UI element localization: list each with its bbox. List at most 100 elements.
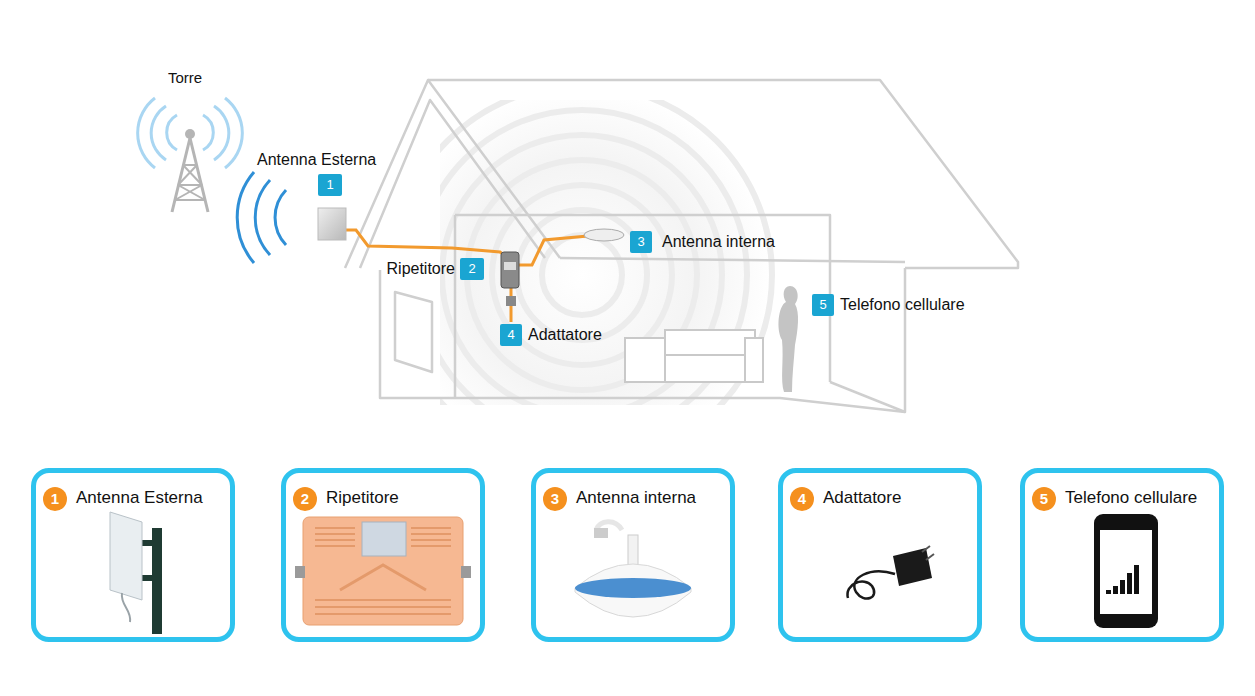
antenna-bracket xyxy=(140,575,154,581)
rf-connector xyxy=(461,566,471,578)
badge-number: 5 xyxy=(1032,487,1056,511)
ring xyxy=(542,235,622,315)
sofa-seat xyxy=(665,355,755,382)
callout-number-text: 5 xyxy=(812,294,834,316)
tower-bracing xyxy=(175,165,205,200)
antenna-stem xyxy=(628,535,638,585)
antenna-pole xyxy=(152,528,162,634)
tower-top xyxy=(185,129,195,139)
wave xyxy=(225,98,242,168)
callout-number-text: 2 xyxy=(460,258,484,280)
window xyxy=(395,292,432,372)
antenna-cable xyxy=(596,522,622,530)
back-wall xyxy=(455,215,830,398)
cable xyxy=(518,236,588,265)
person-silhouette xyxy=(779,286,799,392)
signal-bars xyxy=(1106,565,1139,594)
callout-number-text: 4 xyxy=(500,324,522,346)
cable xyxy=(346,230,508,258)
callout-label: Antenna Esterna xyxy=(257,149,376,171)
repeater-lcd xyxy=(362,522,406,556)
eave xyxy=(560,258,905,262)
step-badge: 1 xyxy=(43,487,67,511)
card-title: Antenna Esterna xyxy=(76,486,203,510)
badge-number: 3 xyxy=(543,487,567,511)
rf-connector xyxy=(295,566,305,578)
repeater-screen xyxy=(504,262,516,270)
badge-number: 1 xyxy=(43,487,67,511)
card-title: Ripetitore xyxy=(326,486,399,510)
step-badge: 5 xyxy=(1032,487,1056,511)
front-wall xyxy=(380,270,455,398)
house-outline xyxy=(345,80,1018,412)
adapter-prongs xyxy=(922,546,934,560)
callout-number-text: 1 xyxy=(318,174,342,196)
callout-number: Antenna Esterna1 xyxy=(318,174,342,196)
gable xyxy=(345,80,560,268)
floor xyxy=(455,268,905,412)
bar xyxy=(1134,565,1139,594)
corner xyxy=(830,382,905,412)
repeater-vents xyxy=(315,528,451,614)
badge-number: 4 xyxy=(790,487,814,511)
repeater-unit xyxy=(501,252,519,288)
bar xyxy=(1120,580,1125,594)
component-card: Antenna interna 3 xyxy=(531,468,735,642)
antenna-base xyxy=(575,578,691,598)
antenna-connector xyxy=(594,528,608,538)
wave xyxy=(138,98,155,168)
phone-body xyxy=(1094,514,1158,628)
wave xyxy=(167,115,177,150)
card-title: Antenna interna xyxy=(576,486,696,510)
component-card: Telefono cellulare5 xyxy=(1020,468,1224,642)
callout-number: 5Telefono cellulare xyxy=(812,294,834,316)
wave xyxy=(214,106,229,160)
wave xyxy=(151,106,166,160)
card-title: Adattatore xyxy=(823,486,901,510)
wave xyxy=(237,172,254,263)
adapter-body xyxy=(893,548,932,586)
antenna-dome xyxy=(575,564,691,617)
antenna-bracket xyxy=(140,540,154,546)
wave xyxy=(203,115,213,150)
tower-legs xyxy=(172,138,208,212)
component-card: Adattatore 4 xyxy=(778,468,982,642)
step-badge: 4 xyxy=(790,487,814,511)
component-card: Antenna Esterna 1 xyxy=(31,468,235,642)
sofa-arm xyxy=(625,338,665,382)
step-badge: 2 xyxy=(293,487,317,511)
ring xyxy=(517,210,647,340)
adapter-unit xyxy=(506,296,516,306)
badge-number: 2 xyxy=(293,487,317,511)
antenna-panel xyxy=(110,512,142,600)
tower-waves xyxy=(138,98,243,168)
tower-symbol xyxy=(172,138,208,212)
callout-label: Ripetitore xyxy=(387,258,455,280)
callout-number: 4Adattatore xyxy=(500,324,522,346)
repeater-logo xyxy=(340,565,426,590)
gable-inner xyxy=(360,100,545,268)
vent-lines xyxy=(315,528,451,546)
wave xyxy=(275,190,286,245)
callout-number: 3Antenna interna xyxy=(630,231,652,253)
indoor-antenna xyxy=(584,229,624,241)
adapter-cable xyxy=(847,571,895,598)
bar xyxy=(1127,573,1132,594)
bar xyxy=(1113,586,1118,594)
ring xyxy=(467,160,697,390)
callout-number: Ripetitore2 xyxy=(460,258,484,280)
sofa xyxy=(625,330,763,382)
sofa-arm xyxy=(745,338,763,382)
roof xyxy=(428,80,1018,268)
antenna-cable xyxy=(122,593,130,622)
cables xyxy=(346,230,588,322)
phone-screen xyxy=(1100,530,1152,614)
component-card: Ripetitore 2 xyxy=(281,468,485,642)
bar xyxy=(1106,590,1111,594)
callout-label: Telefono cellulare xyxy=(840,294,965,316)
tower-label: Torre xyxy=(168,68,202,88)
outdoor-antenna xyxy=(318,208,346,240)
step-badge: 3 xyxy=(543,487,567,511)
callout-number-text: 3 xyxy=(630,231,652,253)
